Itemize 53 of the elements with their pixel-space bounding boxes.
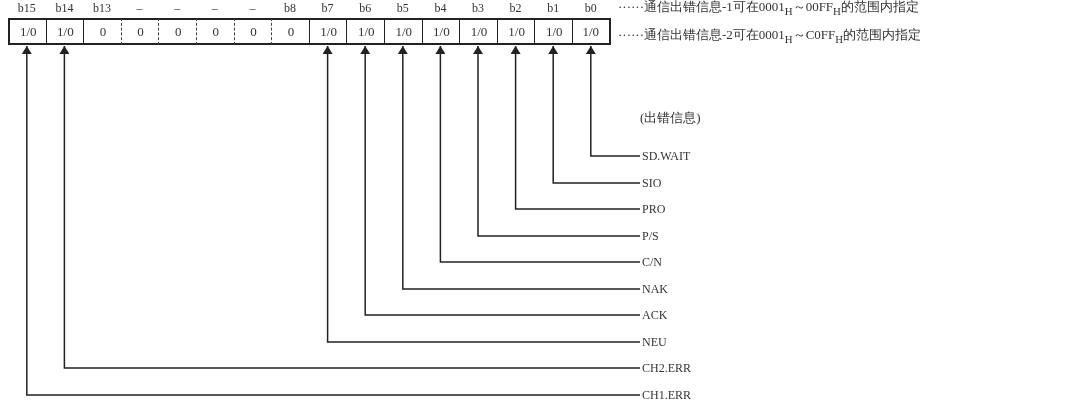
leader-arrow xyxy=(548,45,641,184)
error-label: NEU xyxy=(642,335,667,349)
leader-arrow xyxy=(473,45,641,237)
bit-number: b2 xyxy=(508,1,523,15)
bit-number: b7 xyxy=(320,1,335,15)
bit-number: b4 xyxy=(433,1,448,15)
bit-number: b15 xyxy=(16,1,37,15)
bit-cell: 1/0 xyxy=(534,18,573,45)
bit-number: b8 xyxy=(283,1,297,15)
bit-cell: 1/0 xyxy=(45,18,85,45)
error-label: CH1.ERR xyxy=(642,388,691,402)
bit-cell: 1/0 xyxy=(572,18,611,45)
leader-arrow xyxy=(322,45,641,343)
bit-cell: 0 xyxy=(158,18,197,45)
leader-arrow xyxy=(397,45,641,290)
bit-number: – xyxy=(173,1,182,15)
leader-arrow xyxy=(435,45,641,263)
error-label: P/S xyxy=(642,229,659,243)
leader-arrow xyxy=(585,45,641,157)
bit-cell: 0 xyxy=(120,18,160,45)
error-label: SD.WAIT xyxy=(642,149,691,163)
error-label: ACK xyxy=(642,308,668,322)
note-text: ······通信出错信息-1可在0001$_{H}$～00FF$_{H}$的范围内指定 xyxy=(618,0,919,18)
bit-number: b6 xyxy=(358,1,373,15)
bit-number: – xyxy=(248,1,257,15)
leader-arrow xyxy=(360,45,641,316)
bit-number: – xyxy=(135,1,144,15)
error-label: NAK xyxy=(642,282,668,296)
bit-cell: 1/0 xyxy=(346,18,385,45)
bit-cell: 1/0 xyxy=(384,18,423,45)
bit-cell: 1/0 xyxy=(308,18,348,45)
heading-text: (出错信息) xyxy=(640,111,701,125)
bit-cell: 1/0 xyxy=(496,18,536,45)
error-label: PRO xyxy=(642,202,666,216)
bit-cell: 0 xyxy=(233,18,273,45)
bit-cell: 0 xyxy=(271,18,310,45)
bit-number: b14 xyxy=(54,1,75,15)
error-label: C/N xyxy=(642,255,662,269)
bit-cell: 1/0 xyxy=(459,18,498,45)
note-text: ······通信出错信息-2可在0001$_{H}$～C0FF$_{H}$的范围内指定 xyxy=(618,28,922,46)
leader-arrow xyxy=(510,45,641,210)
bit-number: b5 xyxy=(395,1,410,15)
bit-cell: 1/0 xyxy=(421,18,461,45)
bit-cell: 1/0 xyxy=(8,18,47,45)
bit-number: b0 xyxy=(583,1,598,15)
bit-number: – xyxy=(210,1,219,15)
bit-cell: 0 xyxy=(83,18,122,45)
error-label: CH2.ERR xyxy=(642,361,691,375)
bit-cell: 0 xyxy=(196,18,235,45)
error-label: SIO xyxy=(642,176,662,190)
bit-number: b13 xyxy=(92,1,112,15)
bit-number: b3 xyxy=(471,1,485,15)
bit-number: b1 xyxy=(546,1,561,15)
